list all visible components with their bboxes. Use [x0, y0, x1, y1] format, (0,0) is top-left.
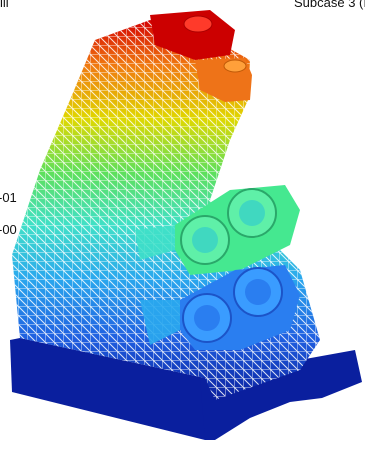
view-label-fragment: ill [0, 0, 9, 10]
base-plate [10, 338, 205, 440]
top-cap [150, 10, 235, 60]
scale-label-1: -01 [0, 190, 17, 205]
top-hole [183, 15, 213, 33]
scale-label-2: -00 [0, 222, 17, 237]
subcase-label: Subcase 3 (I [294, 0, 365, 10]
